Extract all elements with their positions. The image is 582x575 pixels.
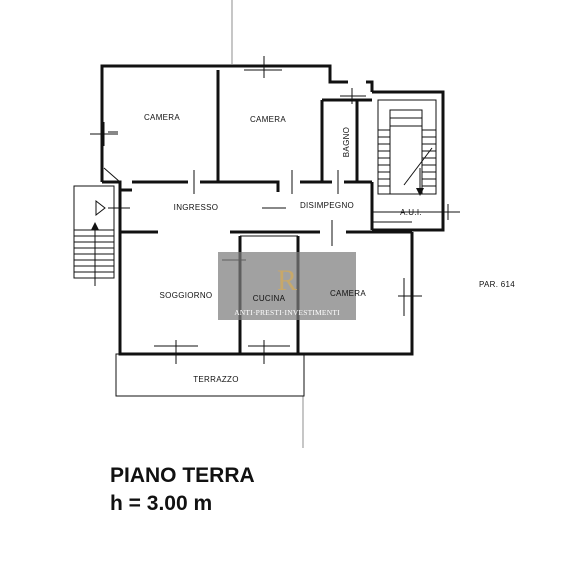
room-label-aui: A.U.I.: [400, 208, 422, 217]
watermark-box: [218, 252, 356, 320]
ceiling-height: h = 3.00 m: [110, 492, 213, 515]
terrace: [115, 353, 305, 397]
stair-arrow-icon: [416, 188, 424, 196]
room-label-ingresso: INGRESSO: [174, 203, 219, 212]
room-label-camera-1: CAMERA: [144, 113, 180, 122]
parcel-label: PAR. 614: [479, 280, 515, 289]
room-label-disimpegno: DISIMPEGNO: [300, 201, 354, 210]
watermark-monogram: R: [277, 264, 297, 297]
room-label-cucina: CUCINA: [253, 294, 286, 303]
room-label-terrazzo: TERRAZZO: [193, 375, 239, 384]
floor-name: PIANO TERRA: [110, 464, 255, 487]
entrance-stair: [73, 185, 130, 286]
room-label-camera-3: CAMERA: [330, 289, 366, 298]
stair-block: [372, 90, 460, 232]
watermark: R ANTI·PRESTI·INVESTIMENTI: [218, 252, 356, 320]
watermark-text: ANTI·PRESTI·INVESTIMENTI: [234, 308, 340, 317]
plan-title: PIANO TERRA h = 3.00 m: [110, 462, 255, 518]
room-label-soggiorno: SOGGIORNO: [160, 291, 213, 300]
room-label-bagno: BAGNO: [342, 127, 351, 157]
room-label-camera-2: CAMERA: [250, 115, 286, 124]
entrance-arrow-icon: [91, 222, 99, 230]
entry-door-triangle-icon: [95, 199, 106, 217]
